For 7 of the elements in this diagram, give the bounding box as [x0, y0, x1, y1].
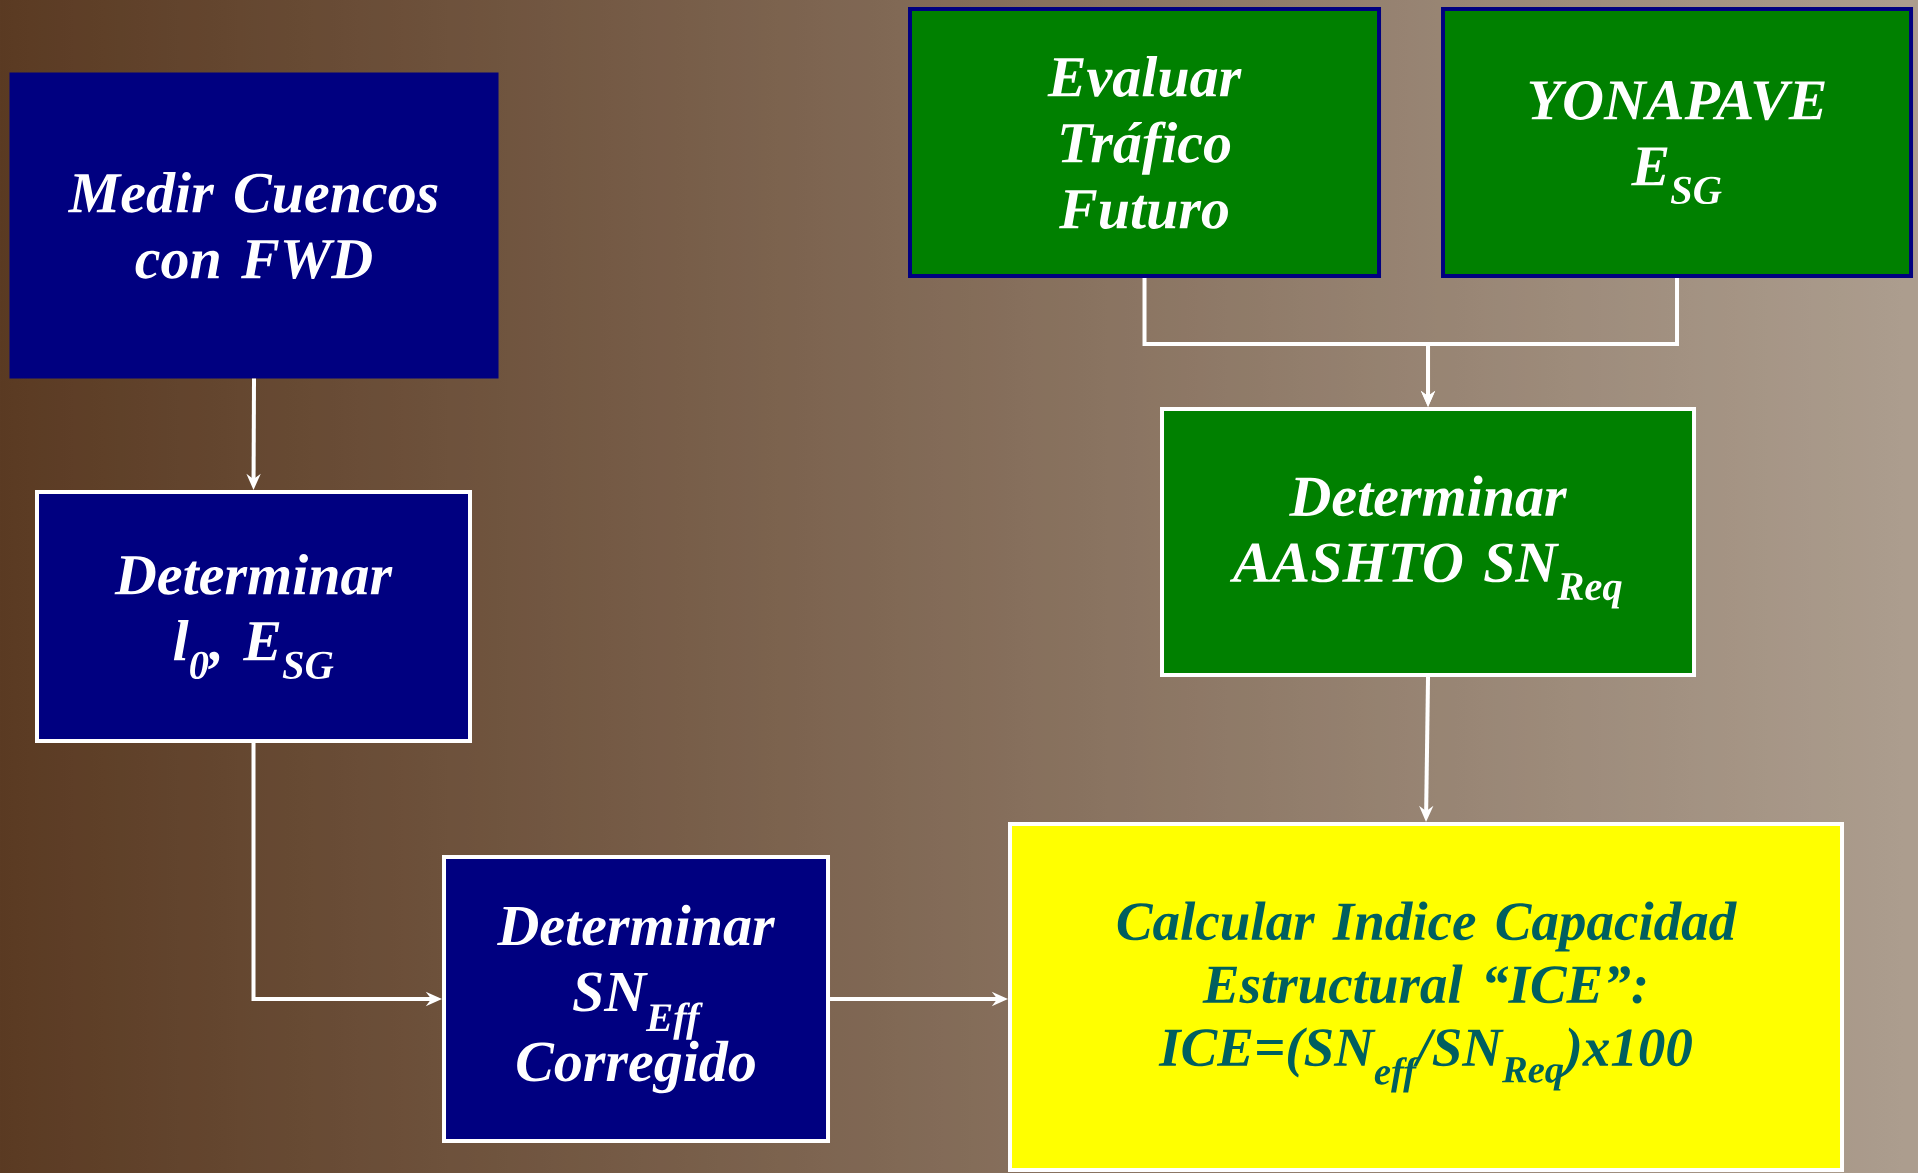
process-box: Evaluar Tráfico Futuro — [908, 7, 1381, 278]
process-box: Determinar AASHTO SN$_{Req}$ — [1160, 407, 1696, 677]
process-box: Calcular Indice Capacidad Estructural “ICE”: ICE=(SN$_{eff}$/SN$_{Req}$)x100 — [1008, 822, 1844, 1172]
process-box: Determinar l$_{0}$, E$_{SG}$ — [35, 490, 472, 743]
process-box: Determinar SN$_{Eff}$ Corregido — [442, 855, 830, 1143]
process-box: YONAPAVE E$_{SG}$ — [1441, 7, 1914, 278]
process-box: Medir Cuencos con FWD — [9, 72, 499, 379]
